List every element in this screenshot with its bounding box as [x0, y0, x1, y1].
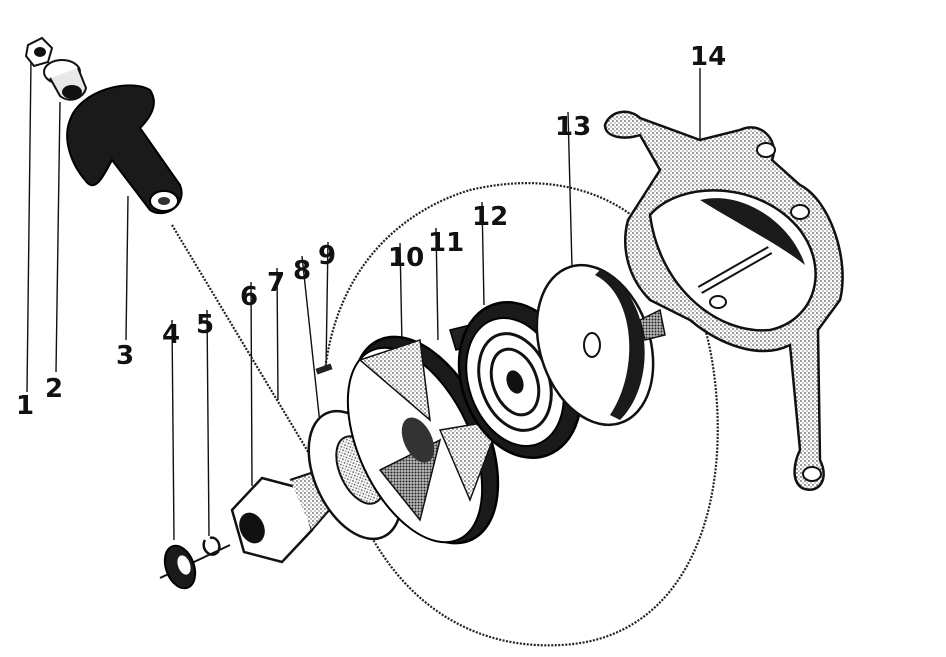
callout-3: 3 [116, 341, 135, 371]
callout-8: 8 [293, 256, 312, 286]
starter-rope [171, 182, 719, 647]
callout-4: 4 [162, 320, 181, 350]
callout-2: 2 [45, 374, 64, 404]
part-handle [66, 84, 183, 215]
part-cover-plate [535, 263, 655, 427]
part-pin [315, 363, 333, 375]
callout-12: 12 [472, 202, 509, 232]
callout-10: 10 [388, 243, 425, 273]
callout-6: 6 [240, 282, 259, 312]
callout-5: 5 [196, 310, 215, 340]
callout-13: 13 [555, 112, 592, 142]
part-bushing [43, 59, 88, 101]
leader-lines [26, 59, 701, 541]
part-circlip [202, 536, 221, 556]
callout-7: 7 [267, 268, 286, 298]
callout-9: 9 [318, 241, 337, 271]
part-housing [603, 110, 844, 491]
part-nut [24, 36, 54, 68]
part-pulley [346, 335, 502, 545]
callout-11: 11 [428, 228, 465, 258]
callout-1: 1 [16, 391, 35, 421]
callout-14: 14 [690, 42, 727, 72]
